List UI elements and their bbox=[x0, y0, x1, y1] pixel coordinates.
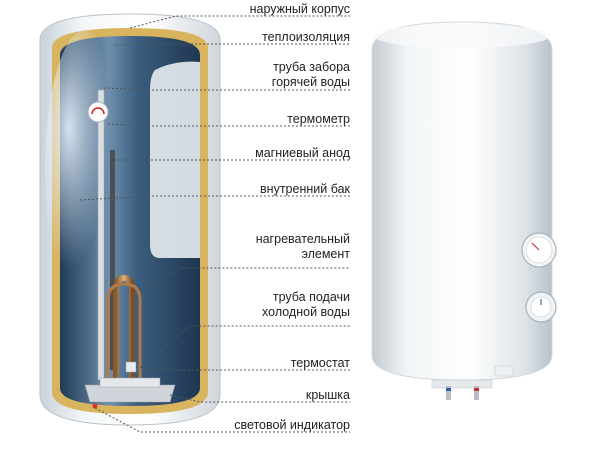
heater-body bbox=[371, 21, 553, 381]
leader-heating-element bbox=[139, 267, 350, 291]
label-insulation: теплоизоляция bbox=[262, 30, 350, 44]
label-thermometer: термометр bbox=[287, 112, 350, 126]
leader-lines bbox=[79, 15, 350, 433]
hot-water-pipe bbox=[97, 89, 105, 381]
label-thermostat: термостат bbox=[290, 356, 350, 370]
label-cover: крышка bbox=[305, 388, 350, 402]
leader-insulation bbox=[114, 43, 350, 46]
magnesium-anode bbox=[110, 150, 115, 370]
thermometer-dial bbox=[87, 101, 109, 123]
indicator-light bbox=[92, 403, 98, 409]
label-inner-tank: внутренний бак bbox=[260, 182, 350, 196]
cover-flange bbox=[84, 384, 176, 403]
thermostat bbox=[125, 361, 137, 373]
label-indicator-light: световой индикатор bbox=[234, 418, 350, 432]
label-magnesium-anode: магниевый анод bbox=[255, 146, 350, 160]
leader-indicator bbox=[94, 407, 350, 433]
label-outer-shell: наружный корпус bbox=[249, 2, 350, 16]
leader-cold-pipe bbox=[159, 325, 350, 351]
